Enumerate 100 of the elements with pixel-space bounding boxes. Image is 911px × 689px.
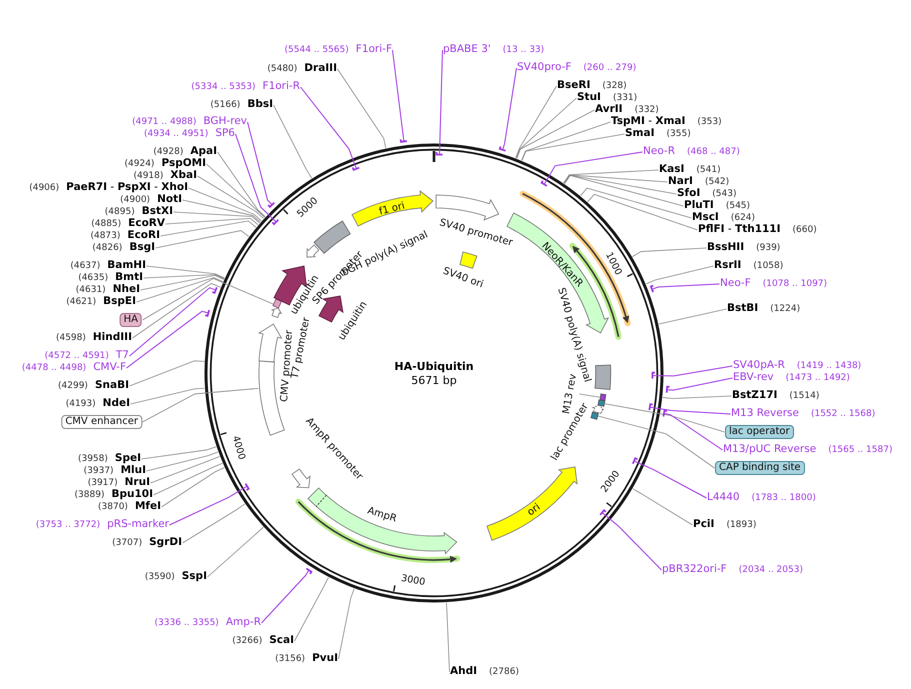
leader-line: [662, 396, 732, 399]
enzyme-name: ScaI: [269, 635, 294, 646]
feature-tag: HA: [120, 313, 142, 327]
leader-line: [436, 50, 444, 156]
enzyme-name: PspOMI: [161, 158, 206, 169]
enzyme-name: PaeR7I - PspXI - XhoI: [66, 182, 188, 193]
primer-range: (3336 .. 3355): [154, 618, 219, 629]
leader-line: [261, 568, 312, 624]
leader-line: [197, 176, 264, 219]
leader-line: [207, 526, 264, 578]
leader-line: [235, 134, 280, 225]
leader-line: [658, 308, 727, 324]
leader-line: [652, 366, 733, 380]
enzyme-name: BspEI: [103, 296, 136, 307]
site-position: (1058): [753, 261, 784, 272]
leader-line: [129, 286, 218, 356]
enzyme-name: AvrII: [595, 104, 623, 115]
enzyme-name: NruI: [124, 477, 150, 488]
site-position: (2786): [489, 667, 519, 678]
enzyme-name: BseRI: [557, 80, 590, 91]
site-position: (3156): [275, 654, 306, 665]
leader-line: [446, 602, 450, 672]
site-position: (660): [792, 225, 817, 236]
leader-line: [515, 86, 557, 158]
primer-range: (1552 .. 1568): [810, 409, 876, 420]
primer-range: (5334 .. 5353): [191, 82, 256, 93]
primer-name: L4440: [707, 492, 740, 503]
leader-line: [337, 68, 386, 149]
site-position: (332): [634, 105, 659, 116]
leader-line: [632, 248, 707, 257]
primer-range: (1473 .. 1492): [786, 373, 850, 384]
primer-range: (468 .. 487): [687, 147, 740, 158]
enzyme-name: BbsI: [247, 99, 273, 110]
enzyme-name: BstBI: [727, 303, 758, 314]
site-position: (4900): [120, 195, 150, 206]
primer-range: (4934 .. 4951): [144, 129, 208, 140]
enzyme-name: HindIII: [92, 332, 132, 343]
leader-line: [273, 104, 312, 179]
feature-label: AmpR: [366, 505, 398, 525]
feature-label: SV40 ori: [441, 266, 485, 290]
primer-name: M13 Reverse: [731, 408, 799, 419]
leader-line: [169, 482, 250, 526]
feature-label: SV40 promoter: [438, 217, 514, 249]
leader-line: [662, 410, 723, 450]
enzyme-name: BssHII: [707, 242, 744, 253]
plasmid-name: HA-Ubiquitin: [394, 361, 474, 373]
enzyme-name: PluTI: [684, 200, 714, 211]
site-position: (331): [612, 93, 638, 104]
leader-line: [146, 452, 218, 472]
enzyme-name: TspMI - XmaI: [611, 116, 686, 127]
leader-line: [160, 220, 256, 236]
leader-line: [182, 200, 261, 223]
leader-line: [598, 416, 715, 468]
leader-line: [143, 274, 225, 280]
leader-line: [153, 462, 223, 496]
site-position: (3958): [78, 454, 108, 465]
site-position: (4885): [91, 219, 122, 230]
enzyme-name: BstXI: [142, 206, 173, 217]
leader-line: [516, 110, 595, 159]
primer-name: SV40pro-F: [517, 62, 572, 73]
leader-line: [141, 446, 217, 460]
primer-range: (5544 .. 5565): [284, 45, 349, 56]
plasmid-size: 5671 bp: [411, 375, 457, 387]
leader-line: [300, 86, 360, 171]
leader-line: [155, 230, 250, 248]
site-position: (1893): [726, 520, 756, 531]
leader-line: [161, 467, 225, 508]
site-position: (328): [602, 81, 627, 92]
enzyme-name: NotI: [157, 194, 182, 205]
primer-range: (3753 .. 3772): [36, 520, 100, 531]
leader-line: [142, 388, 259, 422]
leader-line: [599, 509, 662, 570]
site-position: (4906): [29, 183, 60, 194]
enzyme-name: EcoRI: [127, 230, 160, 241]
enzyme-name: EcoRV: [128, 218, 165, 229]
leader-line: [129, 360, 205, 386]
feature-block: [599, 393, 608, 402]
enzyme-name: ApaI: [190, 146, 217, 157]
primer-name: SP6: [215, 128, 235, 139]
site-position: (4895): [104, 207, 135, 218]
site-position: (4631): [76, 285, 106, 296]
leader-line: [247, 122, 276, 208]
primer-range: (4971 .. 4988): [132, 117, 196, 128]
site-position: (624): [730, 213, 756, 224]
enzyme-name: PvuI: [312, 653, 338, 664]
site-position: (4598): [56, 333, 86, 344]
enzyme-name: NarI: [668, 176, 693, 187]
site-position: (3707): [112, 538, 142, 549]
primer-name: pRS-marker: [107, 519, 169, 530]
leader-line: [632, 457, 707, 498]
enzyme-name: DraIII: [304, 63, 337, 74]
site-position: (3870): [98, 502, 128, 513]
leader-line: [150, 456, 220, 484]
leader-line: [650, 284, 720, 294]
leader-line: [580, 188, 692, 218]
enzyme-name: Bpu10I: [111, 489, 153, 500]
site-position: (4928): [153, 147, 184, 158]
leader-line: [338, 588, 355, 660]
enzyme-name: NheI: [112, 284, 140, 295]
leader-line: [173, 212, 260, 224]
